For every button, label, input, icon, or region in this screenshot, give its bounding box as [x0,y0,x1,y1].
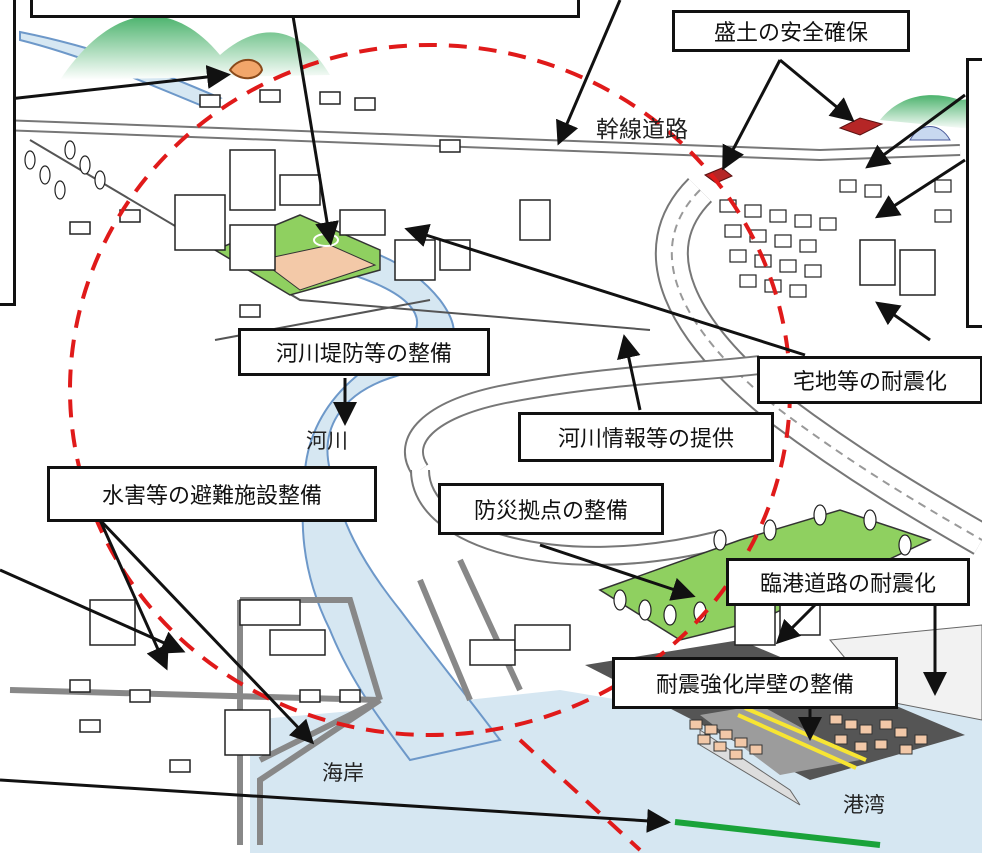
label-suigai: 水害等の避難施設整備 [47,466,377,522]
top-label-box [30,0,580,18]
label-takuchi: 宅地等の耐震化 [757,356,982,404]
label-bousai: 防災拠点の整備 [438,483,664,535]
embankment-2 [703,167,733,184]
label-taishin: 耐震強化岸壁の整備 [612,657,898,709]
label-kasen: 河川 [306,429,348,453]
label-kowan: 港湾 [843,793,885,817]
leader-arrows [0,0,966,833]
label-morido: 盛土の安全確保 [672,10,910,52]
mountain-left [60,16,330,80]
label-rinko: 臨港道路の耐震化 [726,558,970,606]
embankment-1 [838,117,884,136]
mountain-right [880,95,982,130]
label-kasen-joho: 河川情報等の提供 [518,412,774,462]
label-kansen: 幹線道路 [596,117,688,143]
label-kaigan: 海岸 [322,761,364,785]
buildings [69,89,936,773]
right-label-box [966,58,982,328]
landslide-area [228,58,264,80]
cargo-containers [689,714,928,760]
trees [24,140,912,626]
left-label-box [0,0,16,306]
offshore-line [674,819,881,848]
label-kasen-teibo: 河川堤防等の整備 [238,328,490,376]
